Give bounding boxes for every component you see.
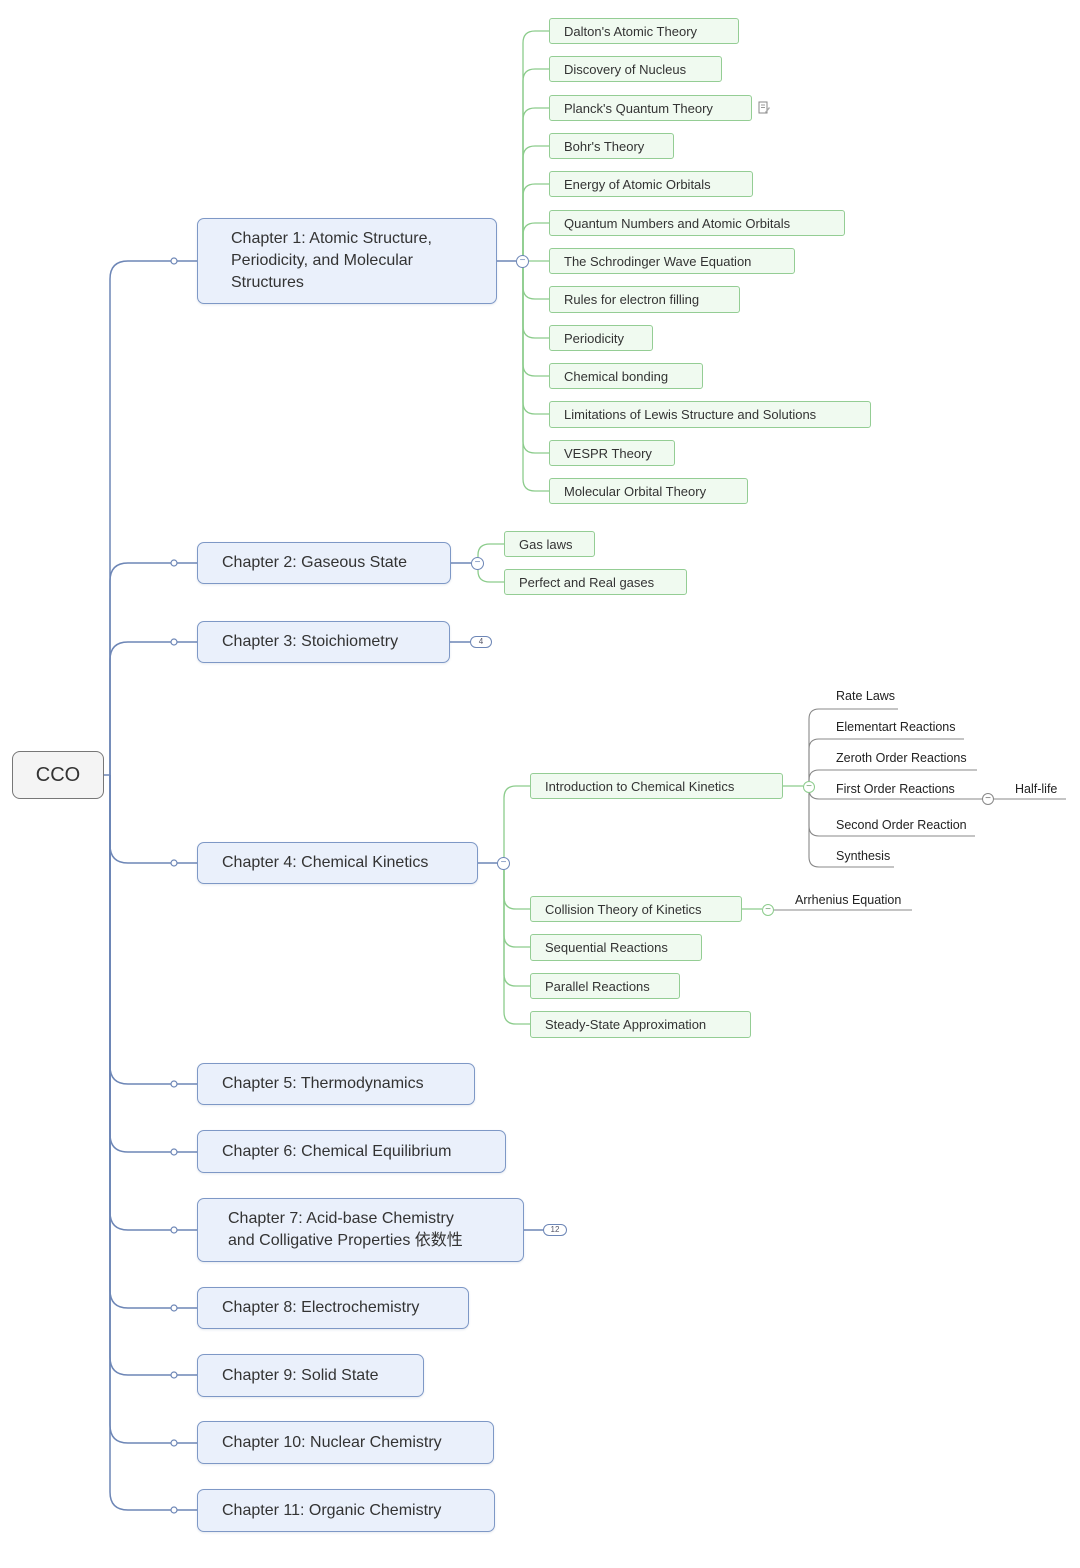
connector-line <box>503 870 530 1025</box>
connector-dot <box>170 1080 178 1088</box>
collapsed-count-badge[interactable]: 12 <box>543 1224 567 1236</box>
connector-line <box>808 738 964 781</box>
topic-gas-laws[interactable]: Gas laws <box>504 531 595 557</box>
connector-line <box>109 562 197 775</box>
leaf-arrhenius-equation[interactable]: Arrhenius Equation <box>795 893 902 907</box>
connector-line <box>522 183 549 268</box>
topic-rules-electron-filling[interactable]: Rules for electron filling <box>549 286 740 313</box>
chapter-4-node[interactable]: Chapter 4: Chemical Kinetics <box>197 842 478 884</box>
connector-line <box>503 870 530 910</box>
connector-line <box>503 785 530 857</box>
connector-line <box>522 255 549 454</box>
chapter-7-node[interactable]: Chapter 7: Acid-base Chemistry and Colli… <box>197 1198 524 1262</box>
connector-dot <box>170 1371 178 1379</box>
note-icon[interactable] <box>758 101 770 114</box>
topic-perfect-real-gases[interactable]: Perfect and Real gases <box>504 569 687 595</box>
chapter-5-node[interactable]: Chapter 5: Thermodynamics <box>197 1063 475 1105</box>
connector-line <box>522 30 549 268</box>
leaf-first-order[interactable]: First Order Reactions <box>836 782 955 796</box>
connector-line <box>522 255 549 377</box>
leaf-elementary-reactions[interactable]: Elementart Reactions <box>836 720 956 734</box>
topic-bohrs-theory[interactable]: Bohr's Theory <box>549 133 674 159</box>
connector-dot <box>170 559 178 567</box>
chapter-6-node[interactable]: Chapter 6: Chemical Equilibrium <box>197 1130 506 1173</box>
connector-line <box>522 255 549 492</box>
topic-daltons-atomic-theory[interactable]: Dalton's Atomic Theory <box>549 18 739 44</box>
topic-limitations-lewis[interactable]: Limitations of Lewis Structure and Solut… <box>549 401 871 428</box>
connector-line <box>109 775 197 864</box>
connector-dot <box>170 638 178 646</box>
connector-dot <box>170 1439 178 1447</box>
connector-line <box>522 145 549 268</box>
topic-collision-theory[interactable]: Collision Theory of Kinetics <box>530 896 742 922</box>
connector-line <box>808 793 894 868</box>
connector-line <box>109 775 197 1085</box>
chapter-8-node[interactable]: Chapter 8: Electrochemistry <box>197 1287 469 1329</box>
collapsed-count-badge[interactable]: 4 <box>470 636 492 648</box>
leaf-half-life[interactable]: Half-life <box>1015 782 1058 796</box>
topic-quantum-numbers[interactable]: Quantum Numbers and Atomic Orbitals <box>549 210 845 236</box>
connector-line <box>109 775 197 1153</box>
chapter-1-node[interactable]: Chapter 1: Atomic Structure, Periodicity… <box>197 218 497 304</box>
leaf-rate-laws[interactable]: Rate Laws <box>836 689 896 703</box>
connector-dot <box>170 859 178 867</box>
chapter-3-node[interactable]: Chapter 3: Stoichiometry <box>197 621 450 663</box>
topic-schrodinger-equation[interactable]: The Schrodinger Wave Equation <box>549 248 795 274</box>
connector-dot <box>170 257 178 265</box>
leaf-synthesis[interactable]: Synthesis <box>836 849 891 863</box>
connector-line <box>109 775 197 1309</box>
connector-line <box>109 775 197 1444</box>
topic-chemical-bonding[interactable]: Chemical bonding <box>549 363 703 389</box>
collapse-toggle-icon[interactable]: − <box>471 557 484 570</box>
connector-line <box>109 775 197 1376</box>
topic-sequential-reactions[interactable]: Sequential Reactions <box>530 934 702 961</box>
connector-line <box>522 68 549 268</box>
connector-line <box>808 769 977 781</box>
chapter-9-node[interactable]: Chapter 9: Solid State <box>197 1354 424 1397</box>
root-node[interactable]: CCO <box>12 751 104 799</box>
connector-line <box>109 775 197 1231</box>
topic-periodicity[interactable]: Periodicity <box>549 325 653 351</box>
chapter-11-node[interactable]: Chapter 11: Organic Chemistry <box>197 1489 495 1532</box>
connector-dot <box>170 1506 178 1514</box>
connector-line <box>522 107 549 268</box>
topic-plancks-quantum-theory[interactable]: Planck's Quantum Theory <box>549 95 752 121</box>
connector-line <box>109 775 197 1511</box>
collapse-toggle-icon[interactable]: − <box>982 793 994 805</box>
leaf-zeroth-order[interactable]: Zeroth Order Reactions <box>836 751 967 765</box>
topic-molecular-orbital-theory[interactable]: Molecular Orbital Theory <box>549 478 748 504</box>
topic-steady-state[interactable]: Steady-State Approximation <box>530 1011 751 1038</box>
topic-energy-of-atomic-orbitals[interactable]: Energy of Atomic Orbitals <box>549 171 753 197</box>
chapter-2-node[interactable]: Chapter 2: Gaseous State <box>197 542 451 584</box>
connector-line <box>522 255 549 415</box>
chapter-10-node[interactable]: Chapter 10: Nuclear Chemistry <box>197 1421 494 1464</box>
connector-dot <box>170 1148 178 1156</box>
connector-dot <box>170 1226 178 1234</box>
connector-line <box>477 570 504 583</box>
topic-parallel-reactions[interactable]: Parallel Reactions <box>530 973 680 999</box>
leaf-second-order[interactable]: Second Order Reaction <box>836 818 967 832</box>
collapse-toggle-icon[interactable]: − <box>497 857 510 870</box>
connector-line <box>522 222 549 268</box>
connector-line <box>503 870 530 987</box>
connector-line <box>109 260 197 775</box>
topic-intro-chemical-kinetics[interactable]: Introduction to Chemical Kinetics <box>530 773 783 799</box>
topic-vespr-theory[interactable]: VESPR Theory <box>549 440 675 466</box>
topic-discovery-of-nucleus[interactable]: Discovery of Nucleus <box>549 56 722 82</box>
collapse-toggle-icon[interactable]: − <box>803 781 815 793</box>
connector-line <box>477 543 504 557</box>
collapse-toggle-icon[interactable]: − <box>762 904 774 916</box>
connector-line <box>109 641 197 775</box>
collapse-toggle-icon[interactable]: − <box>516 255 529 268</box>
connector-dot <box>170 1304 178 1312</box>
connector-line <box>808 708 898 781</box>
